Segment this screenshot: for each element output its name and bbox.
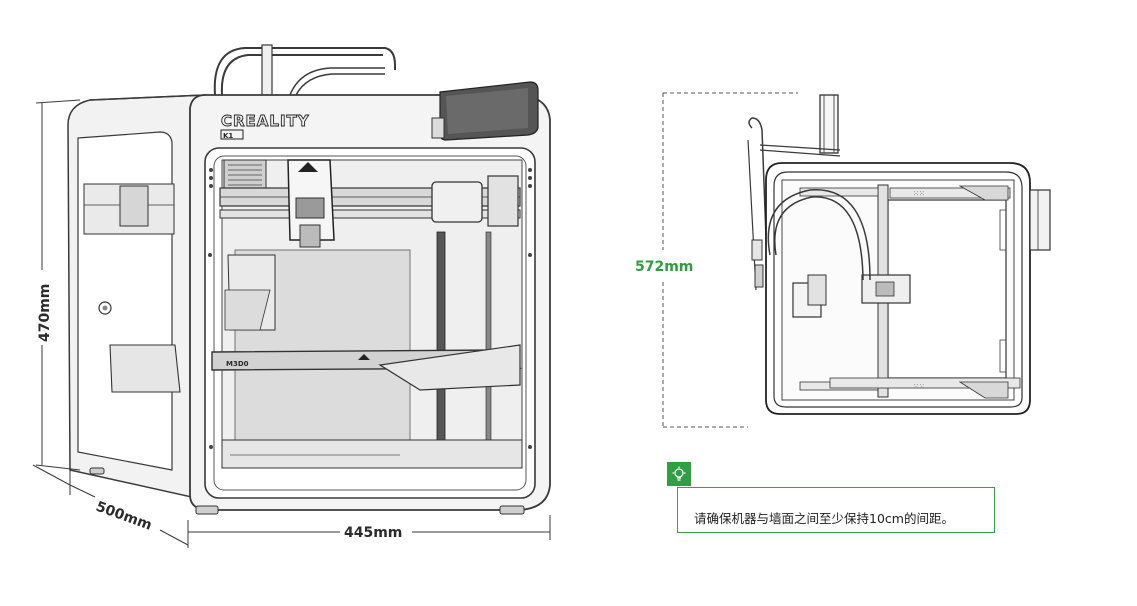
total-width-label: 572mm bbox=[635, 259, 693, 275]
tip-box bbox=[677, 487, 995, 533]
width-label: 445mm bbox=[344, 525, 402, 541]
brand-logo: CREALITY bbox=[221, 112, 310, 130]
svg-text:⁙⁙: ⁙⁙ bbox=[913, 383, 925, 391]
bed-label: M3D0 bbox=[226, 360, 249, 368]
depth-label: 500mm bbox=[94, 499, 154, 534]
height-dimension: 470mm bbox=[35, 99, 81, 471]
svg-text:⁙⁙: ⁙⁙ bbox=[913, 190, 925, 198]
height-label: 470mm bbox=[37, 284, 53, 342]
printer-top-view: 572mm ⁙⁙ ⁙⁙ bbox=[635, 92, 1051, 428]
printer-perspective-view: M3D0 CREALITY K1 bbox=[67, 44, 551, 515]
model-badge: K1 bbox=[223, 132, 233, 140]
tip-text: 请确保机器与墙面之间至少保持10cm的间距。 bbox=[694, 511, 954, 526]
width-dimension: 445mm bbox=[188, 515, 551, 541]
lightbulb-icon bbox=[667, 462, 691, 486]
